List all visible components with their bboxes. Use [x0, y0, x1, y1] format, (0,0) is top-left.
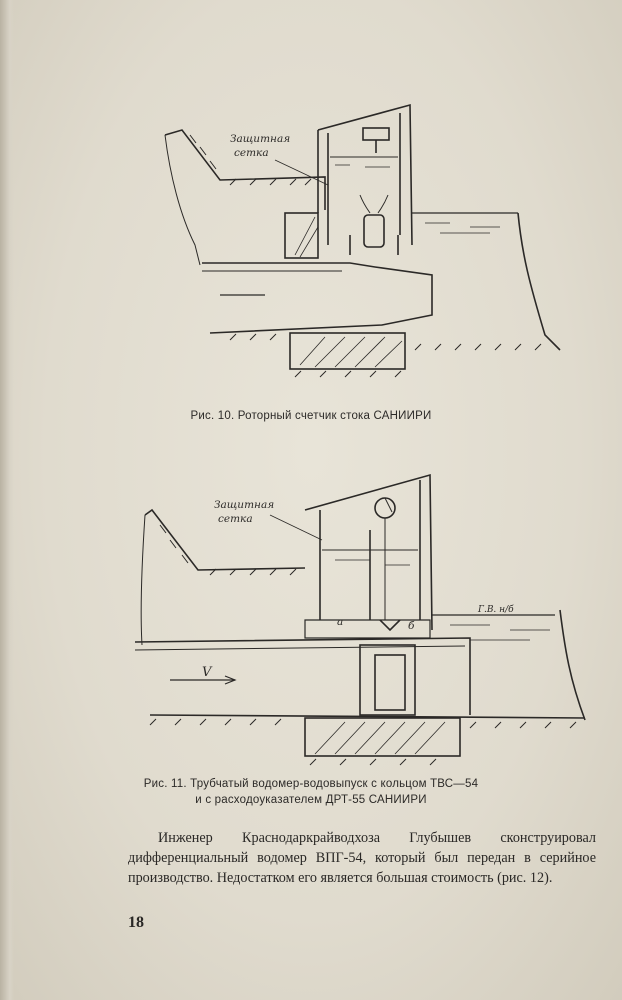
figure-11-drawing: Защитная сетка а б V Г.В. н/б	[134, 473, 586, 766]
figure-11-caption-line2: и с расходоуказателем ДРТ-55 САНИИРИ	[195, 794, 427, 806]
page-spine-shadow	[0, 0, 14, 1000]
figure-11-label-line2: сетка	[218, 513, 253, 525]
figure-10: Защитная сетка	[150, 95, 570, 395]
figure-11-label-line1: Защитная	[214, 499, 274, 511]
figure-10-label-line1: Защитная	[230, 133, 290, 145]
figure-11: Защитная сетка а б V Г.В. н/б	[130, 470, 595, 780]
figure-11-caption-line1: Рис. 11. Трубчатый водомер-водовыпуск с …	[143, 778, 479, 790]
page-number: 18	[128, 914, 144, 931]
figure-10-drawing: Защитная сетка	[164, 103, 561, 378]
figure-11-level-mark: Г.В. н/б	[477, 604, 514, 615]
body-paragraph: Инженер Краснодаркрайводхоза Глубышев ск…	[128, 830, 596, 886]
figure-11-letter-b: б	[408, 620, 415, 632]
figure-10-caption: Рис. 10. Роторный счетчик стока САНИИРИ	[190, 410, 432, 422]
figure-11-letter-a: а	[337, 616, 343, 628]
figure-10-label-line2: сетка	[234, 147, 269, 159]
figure-11-velocity-symbol: V	[202, 665, 213, 680]
